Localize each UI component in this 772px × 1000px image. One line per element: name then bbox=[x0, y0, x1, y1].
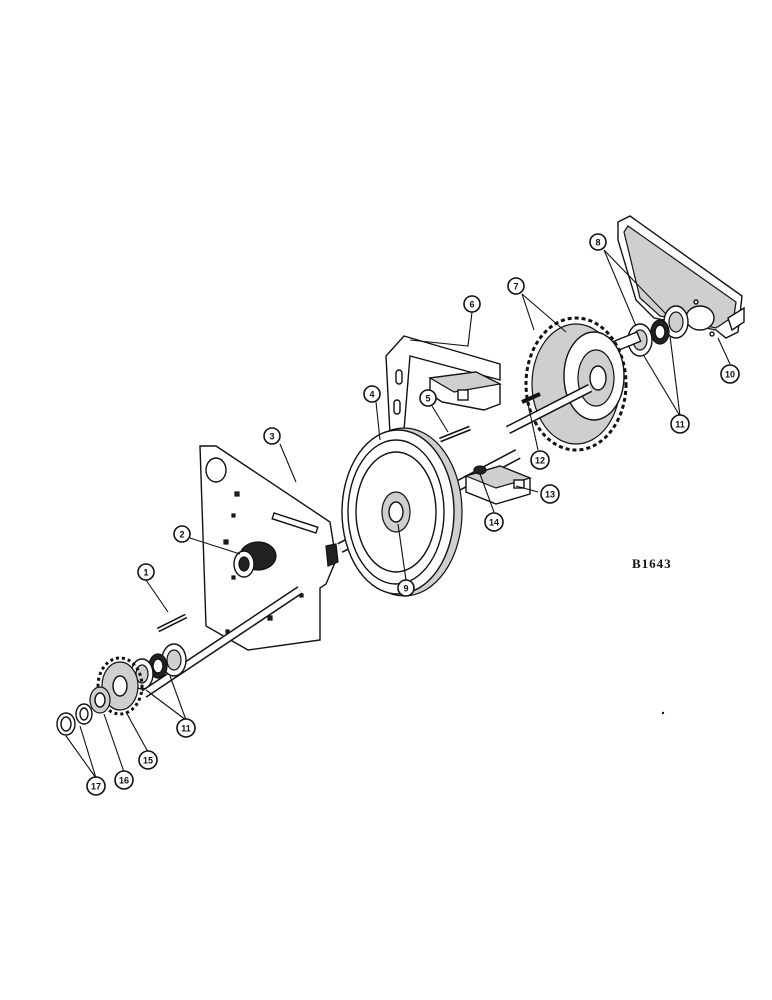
svg-text:6: 6 bbox=[469, 300, 474, 310]
svg-text:12: 12 bbox=[535, 456, 545, 466]
washers-part bbox=[56, 703, 93, 736]
callout-3: 3 bbox=[263, 427, 281, 445]
svg-text:2: 2 bbox=[179, 530, 184, 540]
svg-text:11: 11 bbox=[675, 420, 685, 430]
svg-text:17: 17 bbox=[91, 782, 101, 792]
callout-9: 9 bbox=[397, 579, 415, 597]
callout-2: 2 bbox=[173, 525, 191, 543]
upper-shaft-part bbox=[505, 383, 593, 435]
collar-part bbox=[233, 541, 277, 578]
callout-13: 13 bbox=[540, 484, 560, 504]
svg-text:14: 14 bbox=[489, 518, 499, 528]
svg-text:5: 5 bbox=[425, 394, 430, 404]
large-sprocket-part bbox=[524, 316, 628, 452]
callout-7: 7 bbox=[507, 277, 525, 295]
svg-text:16: 16 bbox=[119, 776, 129, 786]
callout-11-lower: 11 bbox=[176, 718, 196, 738]
speck bbox=[661, 711, 665, 715]
svg-text:3: 3 bbox=[269, 432, 274, 442]
mounting-bracket-part bbox=[617, 215, 745, 339]
svg-text:1: 1 bbox=[143, 568, 148, 578]
pin-part-1 bbox=[156, 613, 188, 633]
callout-6: 6 bbox=[463, 295, 481, 313]
svg-text:9: 9 bbox=[403, 584, 408, 594]
leader-lines bbox=[65, 249, 731, 779]
pulley-part bbox=[341, 427, 463, 597]
svg-text:13: 13 bbox=[545, 490, 555, 500]
support-arm-part bbox=[385, 335, 502, 435]
callout-12: 12 bbox=[530, 450, 550, 470]
callout-16: 16 bbox=[114, 770, 134, 790]
callout-5: 5 bbox=[419, 389, 437, 407]
callout-15: 15 bbox=[138, 750, 158, 770]
hub-part bbox=[89, 686, 111, 714]
bearing-block-part bbox=[464, 465, 532, 505]
svg-text:15: 15 bbox=[143, 756, 153, 766]
small-sprocket-part bbox=[96, 656, 144, 716]
callout-10: 10 bbox=[720, 364, 740, 384]
svg-text:4: 4 bbox=[369, 390, 374, 400]
callout-17: 17 bbox=[86, 776, 106, 796]
svg-text:8: 8 bbox=[595, 238, 600, 248]
callout-11-upper: 11 bbox=[670, 414, 690, 434]
figure-code-label: B1643 bbox=[632, 556, 672, 571]
svg-text:11: 11 bbox=[181, 724, 191, 734]
callout-1: 1 bbox=[137, 563, 155, 581]
svg-text:10: 10 bbox=[725, 370, 735, 380]
pin-part-5 bbox=[439, 425, 471, 443]
lower-bearing-assembly bbox=[130, 643, 187, 690]
callout-8-upper: 8 bbox=[589, 233, 607, 251]
svg-text:7: 7 bbox=[513, 282, 518, 292]
callout-14: 14 bbox=[484, 512, 504, 532]
callout-4: 4 bbox=[363, 385, 381, 403]
